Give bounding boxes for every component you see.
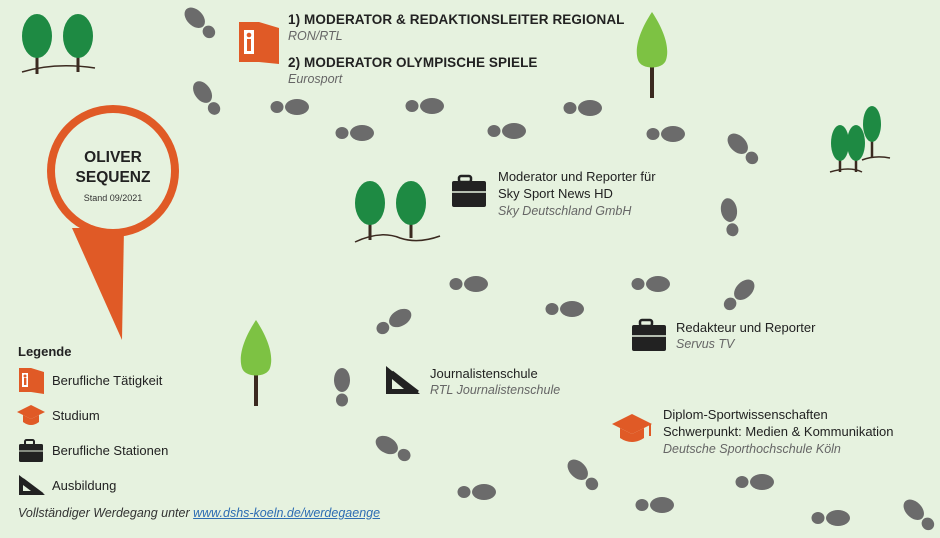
legend-item-berufliche-taetigkeit: Berufliche Tätigkeit — [52, 373, 163, 388]
set-square-icon — [386, 366, 420, 394]
footprint — [373, 305, 415, 339]
footprint — [719, 275, 759, 315]
footprint — [487, 123, 526, 139]
footprint — [811, 510, 850, 526]
briefcase-icon — [452, 174, 486, 207]
station-1-org: RON/RTL — [288, 29, 343, 43]
footprint — [334, 368, 350, 407]
footprint — [457, 484, 496, 500]
station-6-title-line1: Diplom-Sportwissenschaften — [663, 407, 828, 422]
tree-group-right — [829, 106, 891, 173]
footprint — [723, 129, 763, 169]
tree-pair-center — [354, 181, 441, 243]
legend-item-ausbildung: Ausbildung — [52, 478, 117, 493]
tree-light-left — [240, 320, 272, 406]
legend-title: Legende — [18, 344, 72, 359]
door-person-icon — [239, 22, 279, 64]
footer-text: Vollständiger Werdegang unter www.dshs-k… — [18, 506, 380, 520]
tree-pair-topleft — [21, 14, 96, 74]
briefcase-icon — [632, 318, 666, 351]
footprint — [563, 100, 602, 116]
tree-light-top — [636, 12, 668, 98]
footprint — [899, 495, 939, 535]
pin-name-line1: OLIVER — [84, 149, 142, 166]
footprint — [646, 126, 685, 142]
graduation-cap-icon — [612, 414, 652, 442]
footprint — [449, 276, 488, 292]
station-2-title: 2) MODERATOR OLYMPISCHE SPIELE — [288, 55, 538, 70]
station-3-title-line2: Sky Sport News HD — [498, 186, 613, 201]
footer-link[interactable]: www.dshs-koeln.de/werdegaenge — [193, 506, 381, 520]
footprint — [372, 432, 414, 466]
station-4-title: Redakteur und Reporter — [676, 320, 816, 335]
legend-briefcase-icon — [19, 439, 43, 462]
footprint — [735, 474, 774, 490]
footprint — [635, 497, 674, 513]
station-4-org: Servus TV — [676, 337, 735, 351]
station-1-title: 1) MODERATOR & REDAKTIONSLEITER REGIONAL — [288, 12, 625, 27]
footprint — [335, 125, 374, 141]
legend-set-square-icon — [19, 475, 45, 495]
footprint — [563, 455, 603, 495]
station-5-title: Journalistenschule — [430, 366, 538, 381]
station-2-org: Eurosport — [288, 72, 343, 86]
legend-item-studium: Studium — [52, 408, 100, 423]
station-3-org: Sky Deutschland GmbH — [498, 204, 632, 218]
footprint — [180, 3, 220, 43]
footprint — [545, 301, 584, 317]
name-pin — [47, 105, 179, 340]
station-6-title-line2: Schwerpunkt: Medien & Kommunikation — [663, 424, 894, 439]
legend-door-person-icon — [19, 368, 44, 394]
station-5-org: RTL Journalistenschule — [430, 383, 561, 397]
footprint — [631, 276, 670, 292]
station-6-org: Deutsche Sporthochschule Köln — [663, 442, 841, 456]
pin-name-line2: SEQUENZ — [75, 169, 151, 186]
footprint — [189, 77, 225, 119]
footprint — [718, 196, 742, 238]
legend-graduation-cap-icon — [17, 405, 45, 425]
pin-date: Stand 09/2021 — [83, 193, 143, 203]
footer-prefix: Vollständiger Werdegang unter — [18, 506, 194, 520]
station-3-title-line1: Moderator und Reporter für — [498, 169, 656, 184]
footprint — [405, 98, 444, 114]
legend-item-berufliche-stationen: Berufliche Stationen — [52, 443, 169, 458]
footprint — [270, 99, 309, 115]
